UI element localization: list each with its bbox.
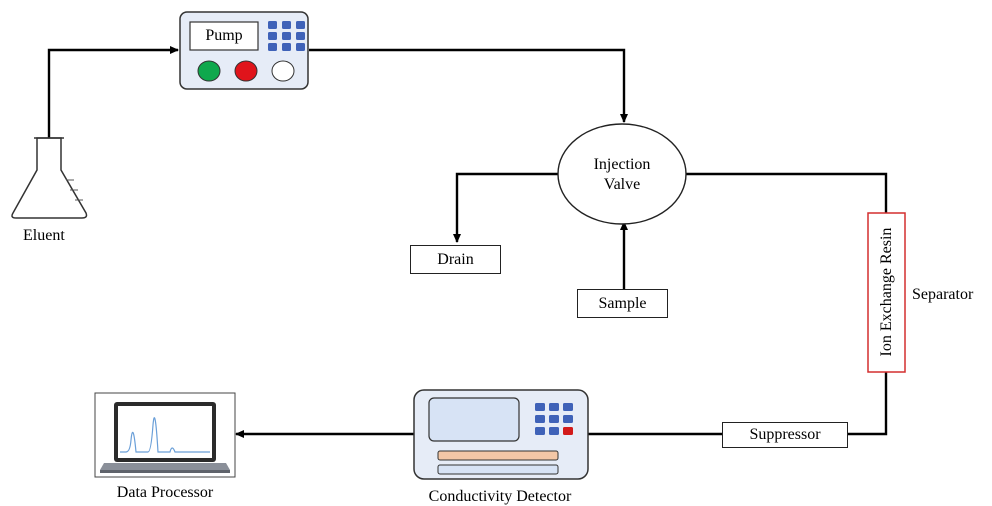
ion-exchange-resin-label: Ion Exchange Resin xyxy=(878,227,895,357)
conductivity-detector-device xyxy=(413,389,589,480)
injection-valve xyxy=(557,123,687,225)
line-column-to-suppressor xyxy=(848,372,888,436)
pump-red-button xyxy=(234,60,258,82)
pump-device xyxy=(179,11,309,90)
injection-valve-label-line2: Valve xyxy=(603,176,641,193)
ion-exchange-column xyxy=(867,212,906,373)
line-valve-to-drain xyxy=(453,172,558,243)
sample-label: Sample xyxy=(598,294,647,312)
pump-white-button xyxy=(271,60,295,82)
suppressor-box: Suppressor xyxy=(722,422,848,448)
flow-lines xyxy=(47,46,888,438)
pump-label: Pump xyxy=(190,22,258,50)
suppressor-label: Suppressor xyxy=(749,426,821,443)
detector-blue-strip xyxy=(437,464,559,475)
detector-orange-strip xyxy=(437,450,559,461)
line-eluent-to-pump xyxy=(47,46,179,138)
detector-screen xyxy=(428,397,520,442)
detector-keypad-icon xyxy=(535,403,573,435)
pump-keypad-icon xyxy=(268,21,305,51)
eluent-label: Eluent xyxy=(23,227,65,244)
drain-label: Drain xyxy=(437,250,474,268)
data-processor-label: Data Processor xyxy=(116,484,214,501)
conductivity-detector-label: Conductivity Detector xyxy=(428,488,572,505)
drain-box: Drain xyxy=(410,245,501,274)
line-pump-to-valve xyxy=(309,48,628,123)
erlenmeyer-flask-icon xyxy=(11,137,88,219)
line-valve-to-column xyxy=(686,172,888,213)
injection-valve-label-line1: Injection xyxy=(593,156,651,173)
pump-label-box xyxy=(189,21,259,51)
separator-label: Separator xyxy=(912,286,974,303)
pump-label-text: Pump xyxy=(205,27,243,44)
laptop-chromatogram-icon xyxy=(94,392,236,478)
pump-green-button xyxy=(197,60,221,82)
sample-box: Sample xyxy=(577,289,668,318)
